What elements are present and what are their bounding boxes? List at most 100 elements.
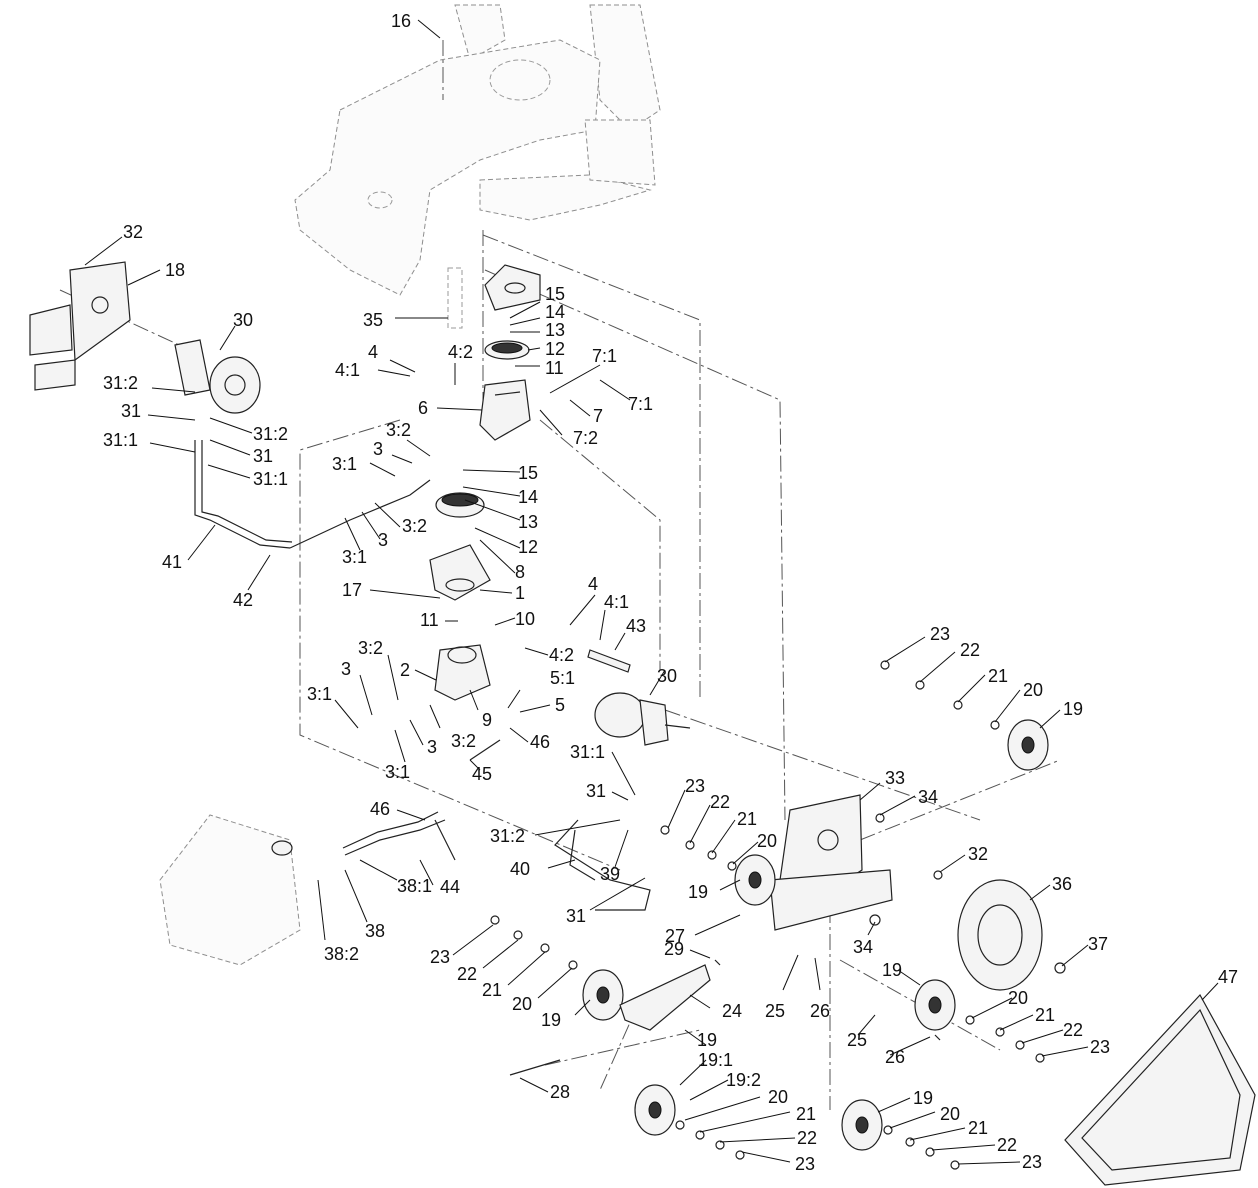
callout-13: 13 [518,512,538,532]
callout-7: 7 [593,406,603,426]
callout-23: 23 [795,1154,815,1174]
callout-11: 11 [420,610,439,630]
callout-21: 21 [482,980,502,1000]
callout-4-1: 4:1 [335,360,360,380]
callout-33: 33 [885,768,905,788]
callout-19: 19 [697,1030,717,1050]
callout-20: 20 [757,831,777,851]
callout-29: 29 [664,939,684,959]
callout-3: 3 [427,737,437,757]
bracket-left [29,261,131,391]
machine-frame [294,4,661,329]
callout-6: 6 [418,398,428,418]
callout-19: 19 [541,1010,561,1030]
callout-21: 21 [1035,1005,1055,1025]
callout-43: 43 [626,616,646,636]
callout-7-1: 7:1 [592,346,617,366]
callout-36: 36 [1052,874,1072,894]
pulley-middle [435,492,485,518]
callout-32: 32 [968,844,988,864]
callout-38: 38 [365,921,385,941]
callout-35: 35 [363,310,383,330]
callout-1: 1 [515,583,525,603]
callout-3-1: 3:1 [332,454,357,474]
callout-31: 31 [566,906,586,926]
idler-pulleys [582,719,1049,1151]
callout-47: 47 [1218,967,1238,987]
callout-9: 9 [482,710,492,730]
callout-23: 23 [1022,1152,1042,1172]
callout-19: 19 [913,1088,933,1108]
callout-45: 45 [472,764,492,784]
callout-21: 21 [968,1118,988,1138]
callout-15: 15 [518,463,538,483]
callout-19: 19 [882,960,902,980]
callout-19-1: 19:1 [698,1050,733,1070]
callout-4-1: 4:1 [604,592,629,612]
callout-3-2: 3:2 [386,420,411,440]
callout-14: 14 [518,487,538,507]
callout-12: 12 [518,537,538,557]
callout-30: 30 [233,310,253,330]
callout-31: 31 [253,446,273,466]
leader-lines [84,19,1219,1165]
callout-3-2: 3:2 [358,638,383,658]
callout-5-1: 5:1 [550,668,575,688]
drive-belt [1064,993,1256,1186]
callout-27: 27 [665,926,685,946]
callout-20: 20 [1023,680,1043,700]
callout-3: 3 [378,530,388,550]
callout-31-1: 31:1 [570,742,605,762]
callout-20: 20 [512,994,532,1014]
pulley-upper [484,340,530,360]
callout-15: 15 [545,284,565,304]
callout-3-1: 3:1 [385,762,410,782]
callout-21: 21 [796,1104,816,1124]
callout-20: 20 [1008,988,1028,1008]
hardware [490,660,1066,1170]
callout-39: 39 [600,864,620,884]
callout-31-2: 31:2 [253,424,288,444]
callout-22: 22 [457,964,477,984]
callout-7-2: 7:2 [573,428,598,448]
callout-12: 12 [545,339,565,359]
callouts: 16 32 18 30 35 15 14 13 12 11 4 4:1 4:2 … [103,11,1238,1174]
callout-20: 20 [768,1087,788,1107]
assembly-lines [59,40,1061,1110]
bracket-right [769,794,893,931]
callout-14: 14 [545,302,565,322]
callout-31: 31 [121,401,141,421]
callout-10: 10 [515,609,535,629]
callout-22: 22 [960,640,980,660]
callout-3: 3 [341,659,351,679]
callout-23: 23 [430,947,450,967]
pump-lower [434,644,491,701]
hydraulic-motor-lower [594,692,691,746]
callout-42: 42 [233,590,253,610]
callout-2: 2 [400,660,410,680]
callout-20: 20 [940,1104,960,1124]
callout-18: 18 [165,260,185,280]
callout-21: 21 [988,666,1008,686]
callout-30: 30 [657,666,677,686]
callout-24: 24 [722,1001,742,1021]
callout-3-2: 3:2 [402,516,427,536]
callout-4-2: 4:2 [549,645,574,665]
callout-4: 4 [588,574,598,594]
callout-26: 26 [885,1047,905,1067]
bracket-middle [429,544,491,601]
callout-38-2: 38:2 [324,944,359,964]
callout-22: 22 [1063,1020,1083,1040]
oil-tank [159,814,301,966]
callout-31-2: 31:2 [103,373,138,393]
callout-34: 34 [918,787,938,807]
callout-19-2: 19:2 [726,1070,761,1090]
callout-3-1: 3:1 [342,547,367,567]
callout-19: 19 [688,882,708,902]
callout-26: 26 [810,1001,830,1021]
bracket-top [484,264,541,311]
fan-pulley [957,879,1043,991]
callout-22: 22 [797,1128,817,1148]
callout-23: 23 [685,776,705,796]
callout-46: 46 [530,732,550,752]
